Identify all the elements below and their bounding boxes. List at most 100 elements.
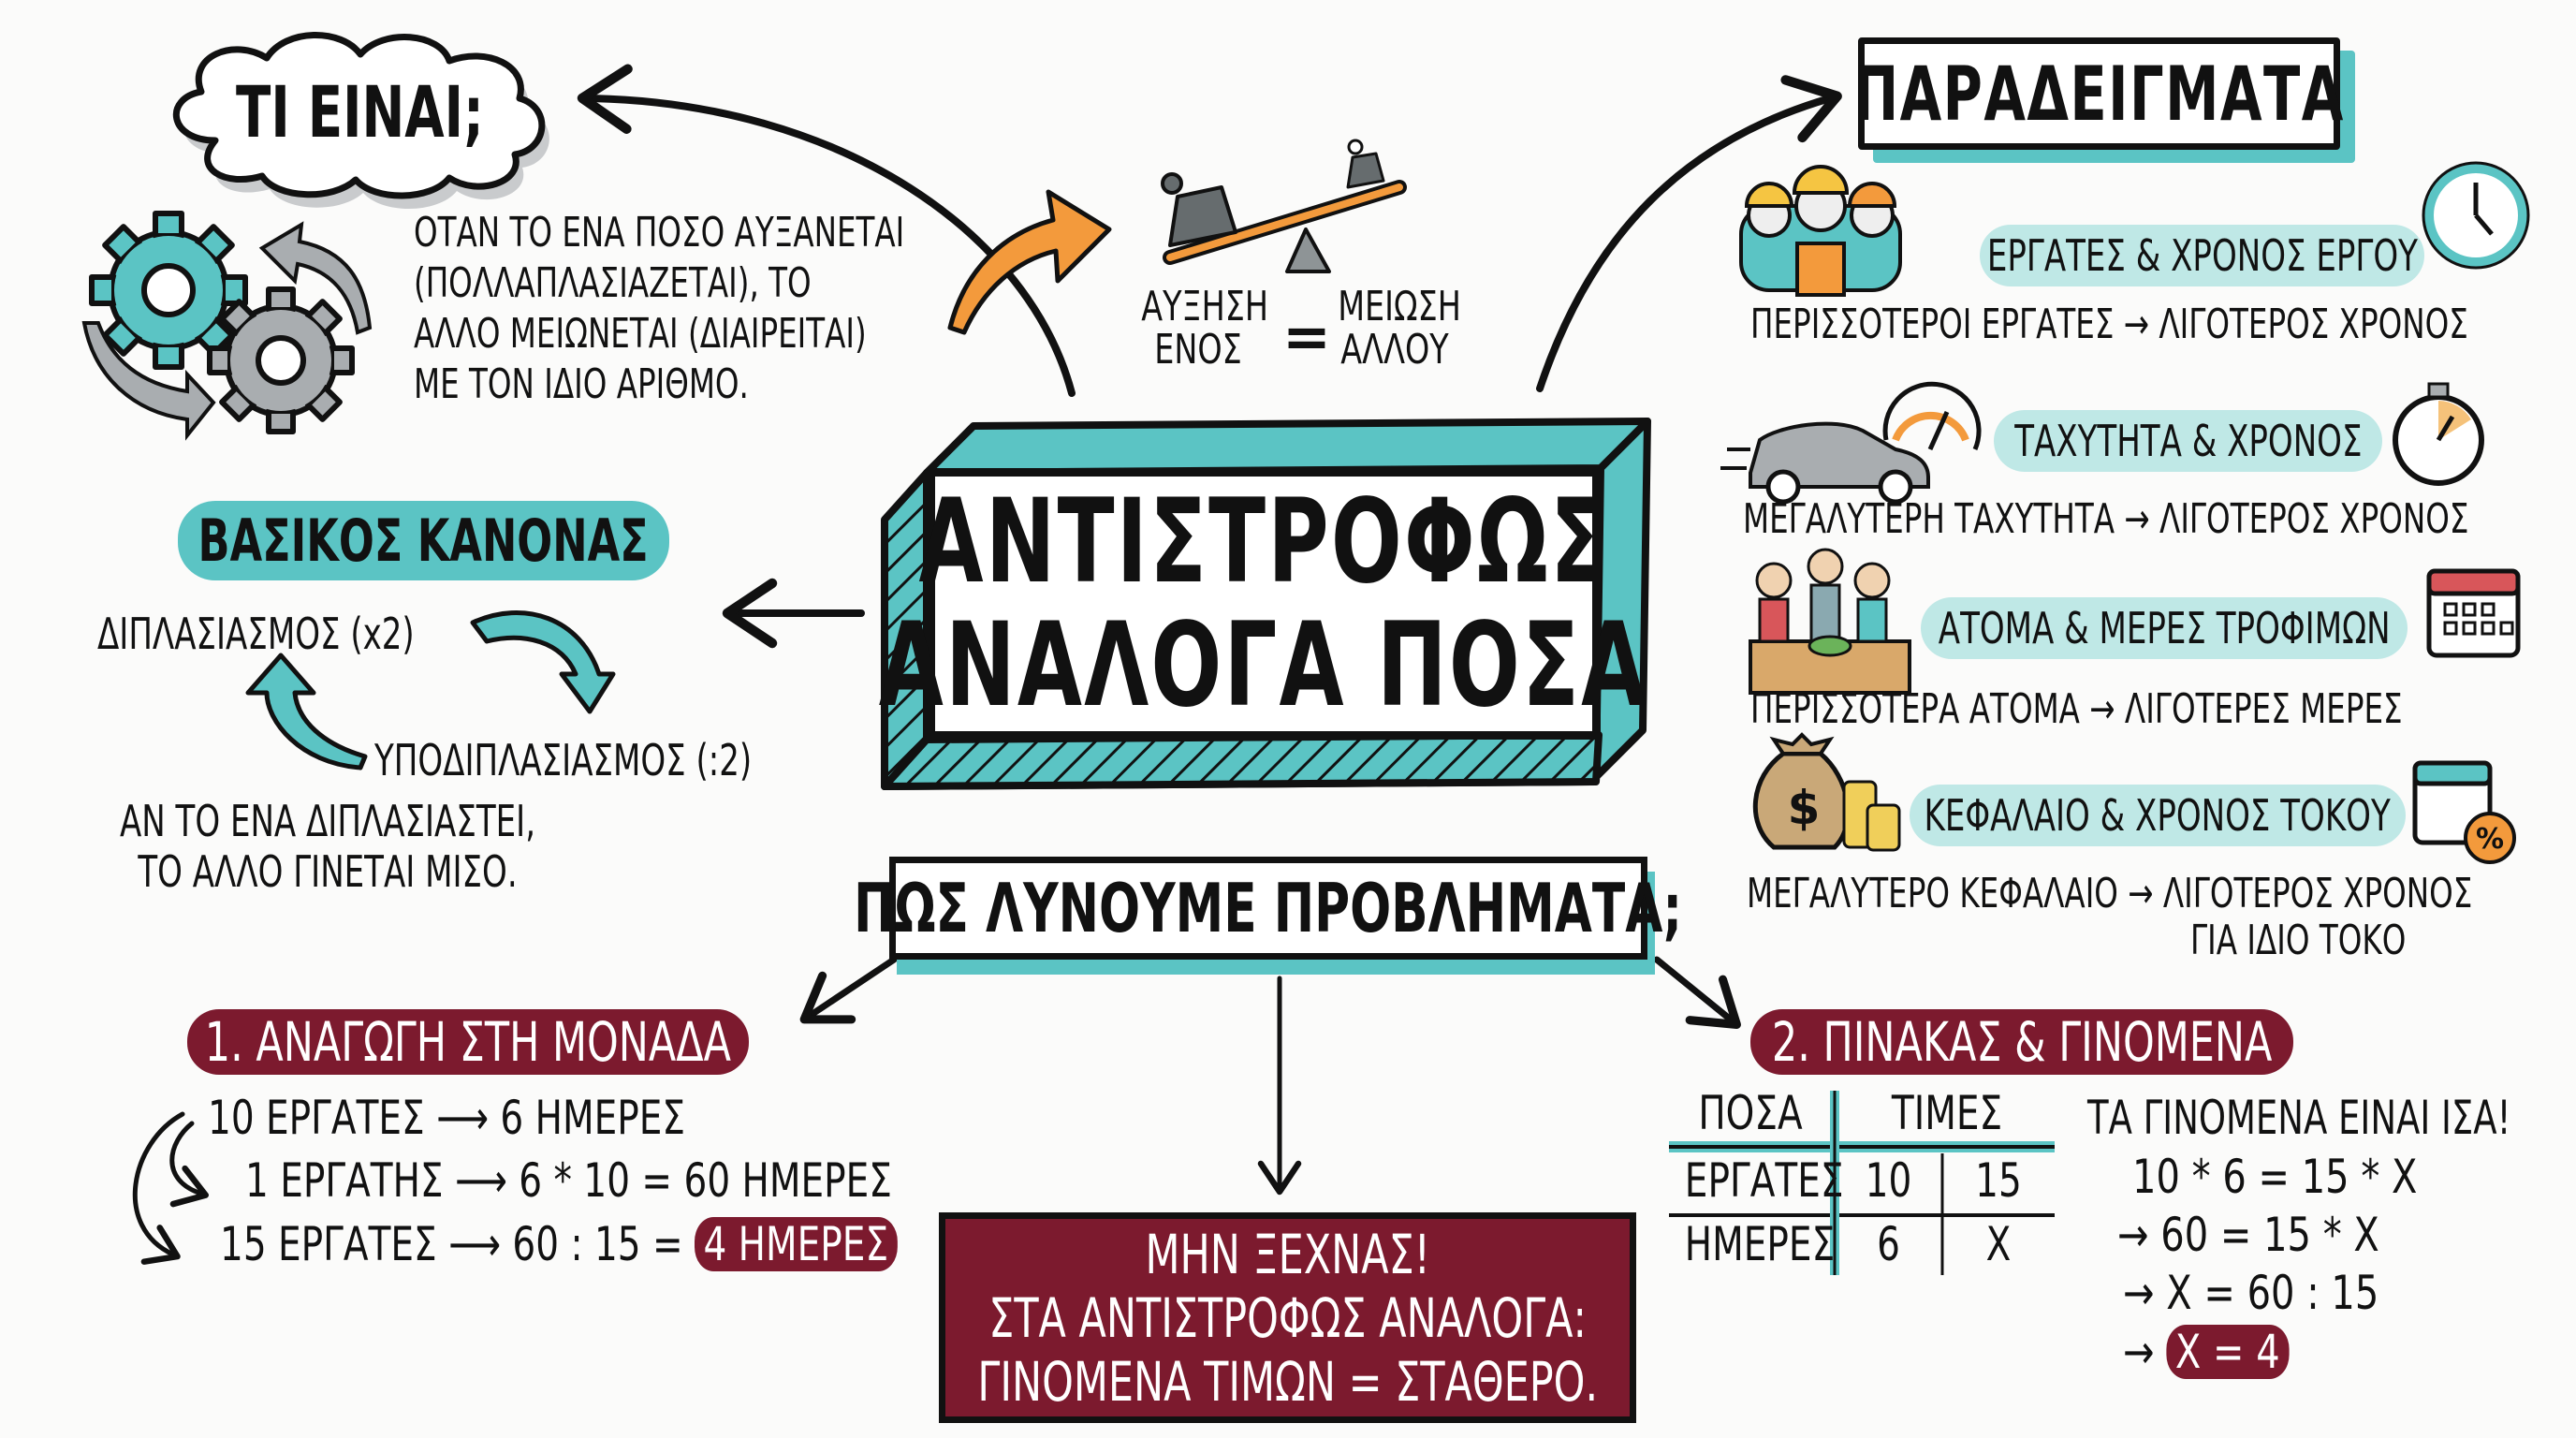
decrease-label: ΜΕΙΩΣΗ ΑΛΛΟΥ (1338, 283, 1461, 374)
example-label-workers: ΕΡΓΑΤΕΣ & ΧΡΟΝΟΣ ΕΡΓΟΥ (1980, 225, 2424, 286)
step-left: 15 ΕΡΓΑΤΕΣ (220, 1217, 437, 1271)
result-highlight: X = 4 (2166, 1325, 2290, 1379)
result-highlight: 4 ΗΜΕΡΕΣ (695, 1217, 898, 1271)
example-label-text: ΤΑΧΥΤΗΤΑ & ΧΡΟΝΟΣ (2013, 416, 2363, 466)
svg-text:$: $ (1788, 781, 1821, 835)
arrow-icon: → (2123, 1266, 2155, 1320)
equation-text: 60 = 15 * X (2160, 1208, 2379, 1262)
decrease-line: ΜΕΙΩΣΗ (1338, 283, 1461, 330)
basic-rule-title: ΒΑΣΙΚΟΣ ΚΑΝΟΝΑΣ (198, 506, 650, 575)
step-right: 60 : 15 = (512, 1217, 683, 1271)
definition-line: ΑΛΛΟ ΜΕΙΩΝΕΤΑΙ (ΔΙΑΙΡΕΙΤΑΙ) (414, 310, 867, 358)
values-table: ΠΟΣΑ ΤΙΜΕΣ ΕΡΓΑΤΕΣ 10 15 ΗΜΕΡΕΣ 6 X (1666, 1086, 2059, 1283)
method2-title-pill: 2. ΠΙΝΑΚΑΣ & ΓΙΝΟΜΕΝΑ (1750, 1009, 2293, 1075)
equation-title: ΤΑ ΓΙΝΟΜΕΝΑ ΕΙΝΑΙ ΙΣΑ! (2087, 1091, 2511, 1145)
arrow-icon: ⟶ (454, 1153, 507, 1208)
gears-icon (81, 211, 373, 441)
double-label: ΔΙΠΛΑΣΙΑΣΜΟΣ (x2) (97, 609, 415, 659)
example-label-speed: ΤΑΧΥΤΗΤΑ & ΧΡΟΝΟΣ (1994, 410, 2382, 472)
note-line: ΑΝ ΤΟ ΕΝΑ ΔΙΠΛΑΣΙΑΣΤΕΙ, (119, 796, 536, 846)
method2-title: 2. ΠΙΝΑΚΑΣ & ΓΙΝΟΜΕΝΑ (1771, 1010, 2273, 1074)
equation-line: → X = 4 (2123, 1325, 2290, 1379)
equation-line: 10 * 6 = 15 * X (2132, 1150, 2417, 1204)
equation-line: → 60 = 15 * X (2117, 1208, 2379, 1262)
examples-title: ΠΑΡΑΔΕΙΓΜΑΤΑ (1853, 50, 2345, 138)
arrow-icon: → (2123, 1325, 2155, 1379)
halve-label: ΥΠΟΔΙΠΛΑΣΙΑΣΜΟΣ (:2) (374, 735, 753, 785)
central-title-line2: ΑΝΑΛΟΓΑ ΠΟΣΑ (879, 598, 1648, 733)
increase-line: ΑΥΞΗΣΗ (1141, 283, 1269, 330)
seesaw-caption: ΑΥΞΗΣΗ ΕΝΟΣ = ΜΕΙΩΣΗ ΑΛΛΟΥ (1123, 286, 1470, 389)
method1-curve-arrow-2 (132, 1111, 185, 1265)
svg-text:%: % (2476, 823, 2504, 856)
calendar-icon (2426, 568, 2521, 658)
step-left: 1 ΕΡΓΑΤΗΣ (245, 1153, 444, 1208)
example-label-text: ΚΕΦΑΛΑΙΟ & ΧΡΟΝΟΣ ΤΟΚΟΥ (1924, 790, 2392, 841)
definition-text: ΟΤΑΝ ΤΟ ΕΝΑ ΠΟΣΟ ΑΥΞΑΝΕΤΑΙ (ΠΟΛΛΑΠΛΑΣΙΑΖ… (414, 208, 904, 410)
table-cell: 15 (1975, 1153, 2022, 1208)
basic-rule-title-pill: ΒΑΣΙΚΟΣ ΚΑΝΟΝΑΣ (178, 501, 669, 580)
people-table-icon (1749, 548, 1911, 695)
increase-line: ΕΝΟΣ (1154, 326, 1242, 374)
arrow-to-method1 (799, 956, 898, 1024)
seesaw-icon (1161, 139, 1407, 273)
examples-title-box: ΠΑΡΑΔΕΙΓΜΑΤΑ (1853, 37, 2343, 150)
example-label-text: ΑΤΟΜΑ & ΜΕΡΕΣ ΤΡΟΦΙΜΩΝ (1938, 603, 2391, 653)
table-cell: X (1985, 1217, 2012, 1271)
table-cell: 10 (1865, 1153, 1912, 1208)
stopwatch-icon (2393, 382, 2484, 486)
clock-icon (2422, 161, 2530, 270)
example-desc-speed: ΜΕΓΑΛΥΤΕΡΗ ΤΑΧΥΤΗΤΑ → ΛΙΓΟΤΕΡΟΣ ΧΡΟΝΟΣ (1743, 495, 2469, 543)
central-title-line1: ΑΝΤΙΣΤΡΟΦΩΣ (918, 475, 1609, 609)
arrow-icon: ⟶ (436, 1091, 490, 1145)
example-label-capital: ΚΕΦΑΛΑΙΟ & ΧΡΟΝΟΣ ΤΟΚΟΥ (1910, 785, 2406, 846)
orange-curve-arrow-icon (947, 189, 1112, 335)
example-label-text: ΕΡΓΑΤΕΣ & ΧΡΟΝΟΣ ΕΡΓΟΥ (1986, 230, 2418, 281)
table-row-label: ΕΡΓΑΤΕΣ (1684, 1153, 1844, 1208)
calendar-percent-icon: % (2412, 760, 2516, 864)
example-desc-capital: ΜΕΓΑΛΥΤΕΡΟ ΚΕΦΑΛΑΙΟ → ΛΙΓΟΤΕΡΟΣ ΧΡΟΝΟΣ (1747, 870, 2473, 917)
note-line: ΤΟ ΑΛΛΟ ΓΙΝΕΤΑΙ ΜΙΣΟ. (138, 846, 518, 897)
table-cell: 6 (1877, 1217, 1900, 1271)
arrow-icon: → (2117, 1208, 2149, 1262)
example-desc-workers: ΠΕΡΙΣΣΟΤΕΡΟΙ ΕΡΓΑΤΕΣ → ΛΙΓΟΤΕΡΟΣ ΧΡΟΝΟΣ (1750, 301, 2468, 348)
how-to-solve-title: ΠΩΣ ΛΥΝΟΥΜΕ ΠΡΟΒΛΗΜΑΤΑ; (854, 869, 1683, 947)
how-to-solve-box: ΠΩΣ ΛΥΝΟΥΜΕ ΠΡΟΒΛΗΜΑΤΑ; (855, 857, 1683, 960)
step-left: 10 ΕΡΓΑΤΕΣ (208, 1091, 425, 1145)
table-row-label: ΗΜΕΡΕΣ (1684, 1217, 1836, 1271)
definition-line: ΟΤΑΝ ΤΟ ΕΝΑ ΠΟΣΟ ΑΥΞΑΝΕΤΑΙ (414, 209, 905, 257)
remember-line: ΓΙΝΟΜΕΝΑ ΤΙΜΩΝ = ΣΤΑΘΕΡΟ. (977, 1349, 1598, 1414)
money-bag-icon: $ (1752, 732, 1901, 852)
example-desc-people: ΠΕΡΙΣΣΟΤΕΡΑ ΑΤΟΜΑ → ΛΙΓΟΤΕΡΕΣ ΜΕΡΕΣ (1750, 685, 2403, 733)
remember-line: ΜΗΝ ΞΕΧΝΑΣ! (1145, 1222, 1430, 1286)
method1-title-pill: 1. ΑΝΑΓΩΓΗ ΣΤΗ ΜΟΝΑΔΑ (187, 1009, 749, 1075)
method1-line: 15 ΕΡΓΑΤΕΣ ⟶ 60 : 15 = 4 ΗΜΕΡΕΣ (220, 1217, 898, 1271)
basic-rule-note: ΑΝ ΤΟ ΕΝΑ ΔΙΠΛΑΣΙΑΣΤΕΙ, ΤΟ ΑΛΛΟ ΓΙΝΕΤΑΙ … (106, 796, 549, 897)
example-label-people: ΑΤΟΜΑ & ΜΕΡΕΣ ΤΡΟΦΙΜΩΝ (1921, 597, 2408, 659)
method1-title: 1. ΑΝΑΓΩΓΗ ΣΤΗ ΜΟΝΑΔΑ (204, 1010, 732, 1074)
step-right: 6 ΗΜΕΡΕΣ (500, 1091, 686, 1145)
example-desc-capital-2: ΓΙΑ ΙΔΙΟ ΤΟΚΟ (2190, 917, 2407, 964)
increase-label: ΑΥΞΗΣΗ ΕΝΟΣ (1141, 283, 1269, 374)
remember-box: ΜΗΝ ΞΕΧΝΑΣ! ΣΤΑ ΑΝΤΙΣΤΡΟΦΩΣ ΑΝΑΛΟΓΑ: ΓΙΝ… (939, 1212, 1636, 1423)
equation-line: → X = 60 : 15 (2123, 1266, 2378, 1320)
car-speedometer-icon (1720, 381, 1982, 505)
step-right: 6 * 10 = 60 ΗΜΕΡΕΣ (519, 1153, 892, 1208)
decrease-line: ΑΛΛΟΥ (1340, 326, 1449, 374)
table-header: ΠΟΣΑ (1698, 1086, 1803, 1140)
definition-line: (ΠΟΛΛΑΠΛΑΣΙΑΖΕΤΑΙ), ΤΟ (414, 259, 812, 307)
what-is-title: ΤΙ ΕΙΝΑΙ; (236, 70, 484, 154)
equals-sign: = (1282, 302, 1331, 371)
remember-line: ΣΤΑ ΑΝΤΙΣΤΡΟΦΩΣ ΑΝΑΛΟΓΑ: (988, 1285, 1587, 1350)
arrow-to-method2 (1653, 956, 1741, 1029)
workers-icon (1739, 165, 1902, 297)
equation-text: 10 * 6 = 15 * X (2132, 1150, 2418, 1204)
equation-text: X = 60 : 15 (2166, 1266, 2379, 1320)
method1-line: 1 ΕΡΓΑΤΗΣ ⟶ 6 * 10 = 60 ΗΜΕΡΕΣ (245, 1153, 892, 1208)
central-title-box: ΑΝΤΙΣΤΡΟΦΩΣ ΑΝΑΛΟΓΑ ΠΟΣΑ (879, 468, 1647, 740)
method1-line: 10 ΕΡΓΑΤΕΣ ⟶ 6 ΗΜΕΡΕΣ (208, 1091, 685, 1145)
table-header: ΤΙΜΕΣ (1891, 1086, 2003, 1140)
method1-curve-arrow-1 (169, 1121, 209, 1208)
arrow-icon: ⟶ (448, 1217, 502, 1271)
definition-line: ΜΕ ΤΟΝ ΙΔΙΟ ΑΡΙΘΜΟ. (414, 360, 749, 408)
